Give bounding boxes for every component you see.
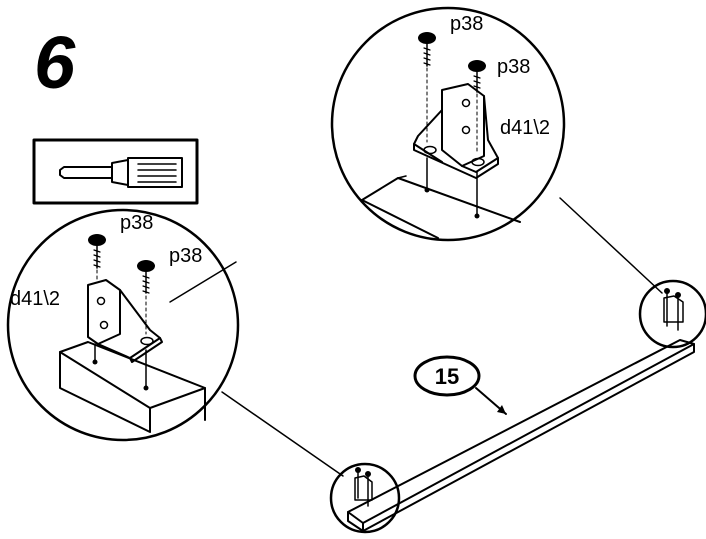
right-screw-label-2: p38 <box>497 56 530 78</box>
small-detail-circle-right <box>638 279 706 349</box>
left-screw-label-2: p38 <box>169 245 202 267</box>
board-part-15 <box>347 339 695 532</box>
part-number-callout <box>413 355 507 415</box>
leader-line-right <box>559 197 663 294</box>
right-bracket-label: d41\2 <box>500 117 550 139</box>
leader-line-left <box>221 391 344 477</box>
screwdriver-icon <box>32 138 199 205</box>
step-number: 6 <box>34 21 76 104</box>
left-detail-view <box>6 208 240 442</box>
right-detail-view <box>330 6 566 242</box>
left-screw-label-1: p38 <box>120 212 153 234</box>
small-detail-circle-left <box>329 462 401 534</box>
part-number: 15 <box>435 364 459 389</box>
right-screw-label-1: p38 <box>450 13 483 35</box>
left-bracket-label: d41\2 <box>10 288 60 310</box>
